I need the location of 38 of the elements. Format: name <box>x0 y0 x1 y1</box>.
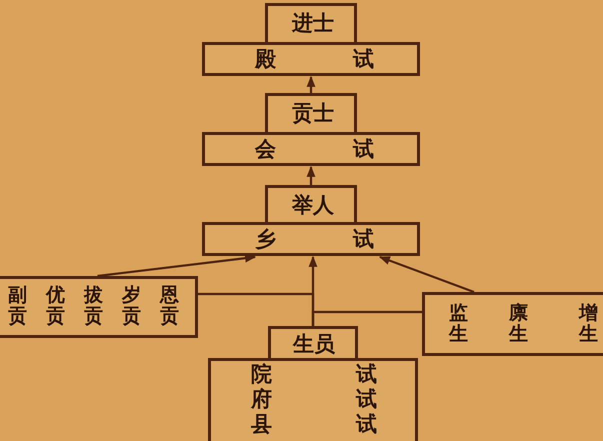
vertical-label: 副贡 <box>8 285 27 327</box>
node-label: 进士 <box>292 12 334 36</box>
node-label: 贡士 <box>292 102 334 126</box>
exam-box <box>265 93 357 135</box>
arrow <box>378 256 474 294</box>
node-label: 举人 <box>292 194 334 218</box>
node-label: 院 <box>251 363 272 386</box>
exam-box <box>208 358 418 441</box>
exam-box <box>202 42 420 76</box>
exam-box <box>422 292 603 356</box>
exam-box <box>265 185 357 225</box>
node-label: 县 <box>251 413 272 436</box>
node-label: 会 <box>255 138 276 162</box>
node-label: 试 <box>353 48 374 72</box>
exam-box <box>0 276 198 338</box>
arrow <box>306 76 316 93</box>
node-label: 试 <box>353 228 374 252</box>
exam-box <box>268 326 358 361</box>
node-label: 府 <box>251 388 272 412</box>
node-label: 生员 <box>293 333 335 356</box>
node-label: 试 <box>356 413 377 436</box>
exam-box <box>265 3 357 45</box>
arrow <box>97 254 256 278</box>
vertical-label: 增生 <box>579 303 598 345</box>
node-label: 试 <box>356 363 377 386</box>
node-label: 试 <box>356 388 377 412</box>
node-label: 试 <box>353 138 374 162</box>
vertical-label: 岁贡 <box>122 285 141 327</box>
vertical-label: 廪生 <box>509 303 528 345</box>
vertical-label: 监生 <box>449 303 468 345</box>
exam-box <box>202 222 420 256</box>
vertical-label: 优贡 <box>46 285 65 327</box>
vertical-label: 恩贡 <box>160 285 179 327</box>
arrow <box>306 166 316 185</box>
node-label: 乡 <box>255 228 276 252</box>
vertical-label: 拔贡 <box>84 285 103 327</box>
exam-box <box>202 132 420 166</box>
node-label: 殿 <box>255 48 276 72</box>
